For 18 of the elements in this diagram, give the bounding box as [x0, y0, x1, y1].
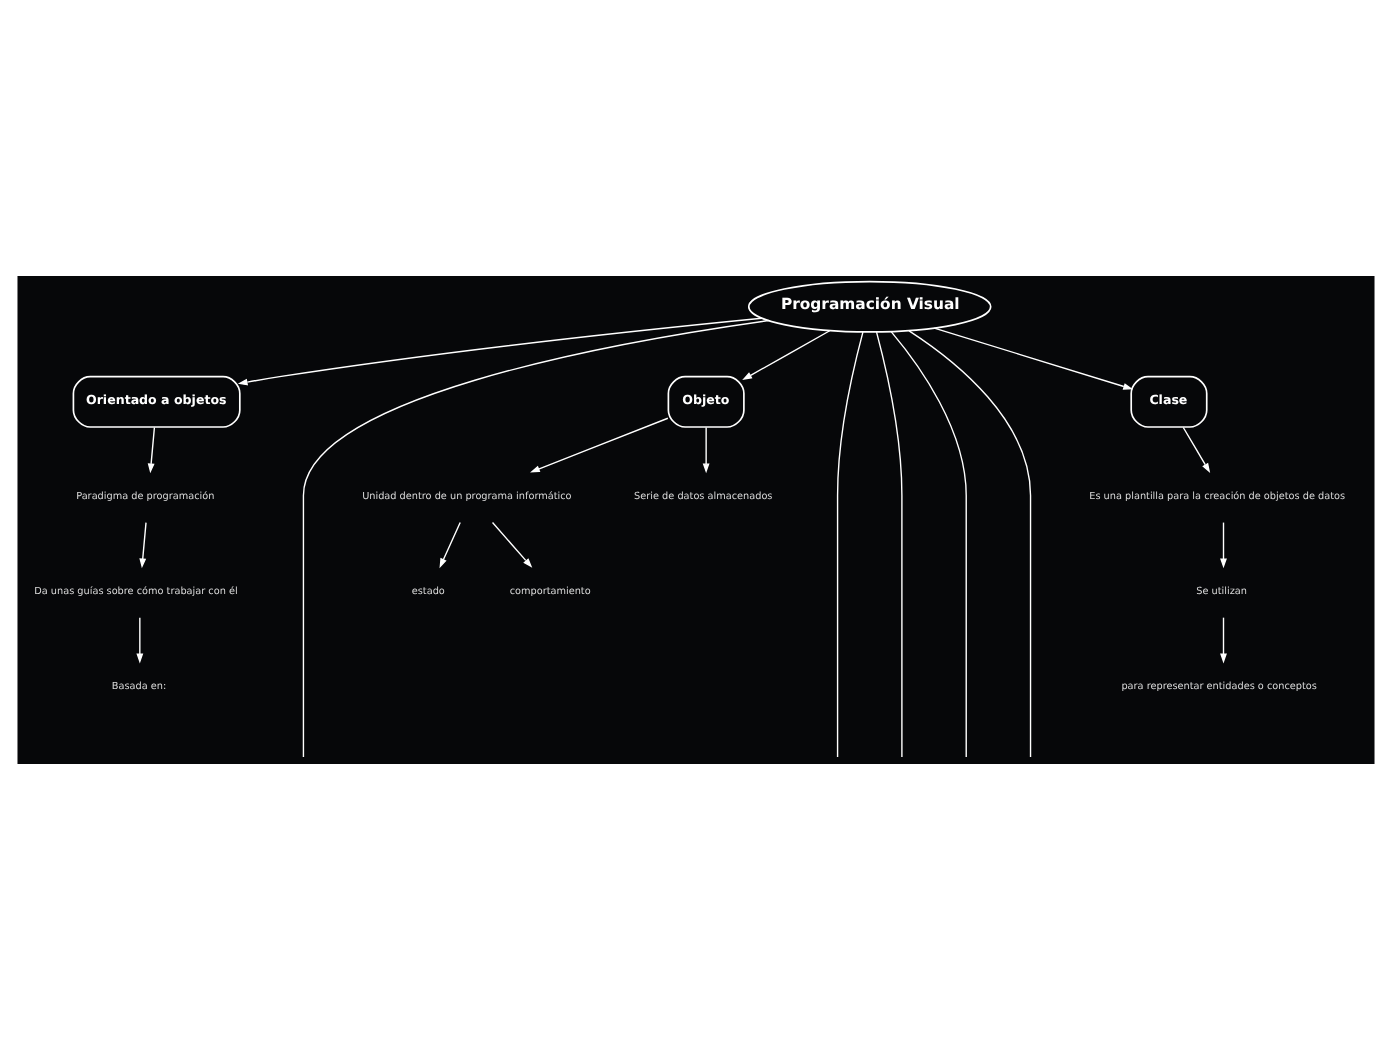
- arrow: [1220, 521, 1227, 569]
- arrow: [139, 521, 147, 569]
- connector: [302, 319, 770, 758]
- arrow: [439, 521, 461, 569]
- arrow: [237, 317, 763, 386]
- arrow: [702, 426, 710, 474]
- arrow: [933, 327, 1133, 390]
- connector: [890, 330, 967, 758]
- connector: [875, 331, 903, 758]
- arrow: [147, 426, 156, 474]
- arrow: [1182, 426, 1211, 473]
- arrow: [1220, 616, 1227, 664]
- connector: [908, 330, 1032, 758]
- connector: [836, 331, 864, 758]
- arrow: [136, 616, 144, 664]
- arrow: [491, 521, 533, 568]
- arrow: [742, 330, 831, 381]
- arrow: [530, 417, 669, 473]
